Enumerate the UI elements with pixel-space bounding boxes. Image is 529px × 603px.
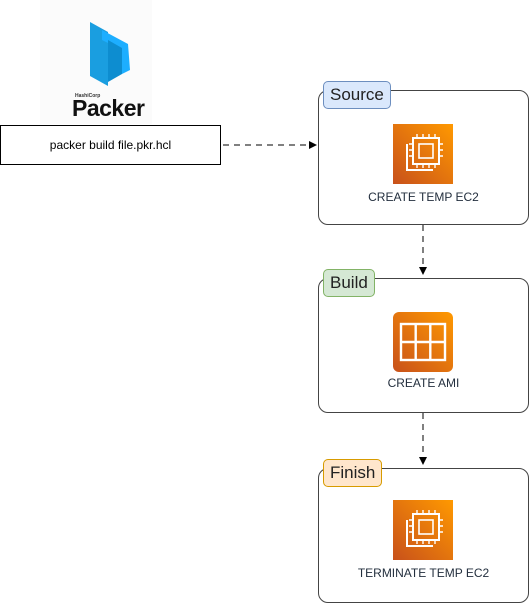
ec2-instance-icon: [393, 124, 453, 184]
stage-tag-finish: Finish: [323, 459, 383, 487]
ami-icon: [393, 312, 453, 372]
stage-tag-build: Build: [323, 269, 375, 297]
stage-tag-label: Finish: [330, 463, 376, 482]
packer-logo-icon: [40, 0, 152, 124]
command-text: packer build file.pkr.hcl: [49, 138, 172, 152]
stage-caption: CREATE TEMP EC2: [368, 190, 479, 204]
ec2-instance-icon: [393, 500, 453, 560]
stage-finish: Finish TERMINATE TEMP EC2: [318, 459, 529, 603]
command-box: packer build file.pkr.hcl: [0, 125, 221, 165]
stage-build: Build CREATE AMI: [318, 269, 529, 413]
stage-source: Source CREATE TEMP EC2: [318, 81, 529, 225]
stage-tag-label: Build: [330, 273, 368, 292]
stage-caption: CREATE AMI: [387, 376, 460, 390]
hashicorp-label: HashiCorp: [75, 93, 101, 99]
packer-wordmark: Packer: [72, 95, 145, 121]
stage-caption: TERMINATE TEMP EC2: [357, 566, 490, 580]
stage-tag-label: Source: [330, 85, 384, 104]
packer-logo: [40, 0, 152, 124]
stage-tag-source: Source: [323, 81, 391, 109]
